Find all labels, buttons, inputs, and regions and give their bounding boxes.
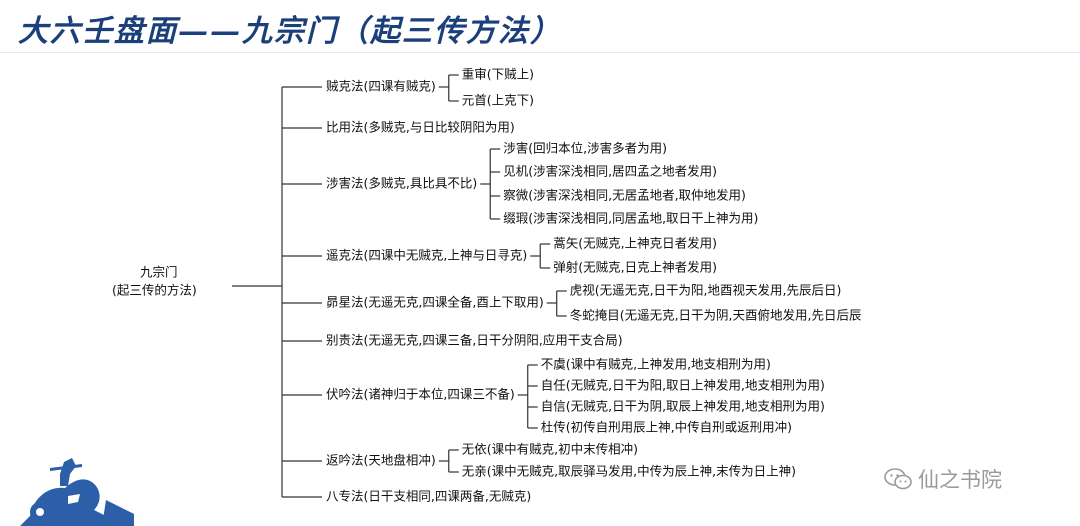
- watermark-text: 仙之书院: [918, 468, 1002, 492]
- child-label: 弹射(无贼克,日克上神者发用): [553, 260, 717, 275]
- child-label: 自信(无贼克,日干为阴,取辰上神发用,地支相刑为用): [541, 399, 825, 414]
- title-divider: [0, 52, 1080, 53]
- branch-label: 别责法(无遥无克,四课三备,日干分阴阳,应用干支合局): [326, 333, 623, 348]
- child-label: 虎视(无遥无克,日干为阳,地酉视天发用,先辰后日): [570, 283, 842, 298]
- child-label: 冬蛇掩目(无遥无克,日干为阴,天酉俯地发用,先日后辰: [570, 308, 862, 323]
- child-label: 察微(涉害深浅相同,无居孟地者,取仲地发用): [503, 188, 746, 203]
- branch-label: 八专法(日干支相同,四课两备,无贼克): [326, 489, 531, 504]
- page-title: 大六壬盘面——九宗门（起三传方法）: [18, 14, 562, 49]
- child-label: 元首(上克下): [462, 93, 534, 108]
- child-label: 不虞(课中有贼克,上神发用,地支相刑为用): [541, 357, 771, 372]
- child-label: 重审(下贼上): [462, 67, 534, 82]
- branch-label: 遥克法(四课中无贼克,上神与日寻克): [326, 248, 527, 263]
- root-sublabel: (起三传的方法): [112, 283, 197, 298]
- horseman-logo-icon: [20, 458, 134, 526]
- child-label: 杜传(初传自刑用辰上神,中传自刑或返刑用冲): [541, 420, 792, 435]
- child-label: 蒿矢(无贼克,上神克日者发用): [553, 236, 717, 251]
- child-label: 自任(无贼克,日干为阳,取日上神发用,地支相刑为用): [541, 378, 825, 393]
- watermark: 仙之书院: [884, 464, 1002, 494]
- branch-label: 昴星法(无遥无克,四课全备,酉上下取用): [326, 295, 544, 310]
- root-label: 九宗门: [140, 265, 178, 280]
- wechat-icon: [884, 468, 912, 490]
- child-label: 涉害(回归本位,涉害多者为用): [503, 141, 667, 156]
- branch-label: 贼克法(四课有贼克): [326, 79, 436, 94]
- child-label: 无依(课中有贼克,初中末传相冲): [462, 442, 638, 457]
- branch-label: 涉害法(多贼克,具比具不比): [326, 176, 477, 191]
- child-label: 见机(涉害深浅相同,居四孟之地者发用): [503, 164, 717, 179]
- branch-label: 返吟法(天地盘相冲): [326, 453, 436, 468]
- branch-label: 比用法(多贼克,与日比较阴阳为用): [326, 120, 515, 135]
- child-label: 缀瑕(涉害深浅相同,同居孟地,取日干上神为用): [503, 211, 758, 226]
- branch-label: 伏吟法(诸神归于本位,四课三不备): [326, 387, 515, 402]
- child-label: 无亲(课中无贼克,取辰驿马发用,中传为辰上神,末传为日上神): [462, 464, 796, 479]
